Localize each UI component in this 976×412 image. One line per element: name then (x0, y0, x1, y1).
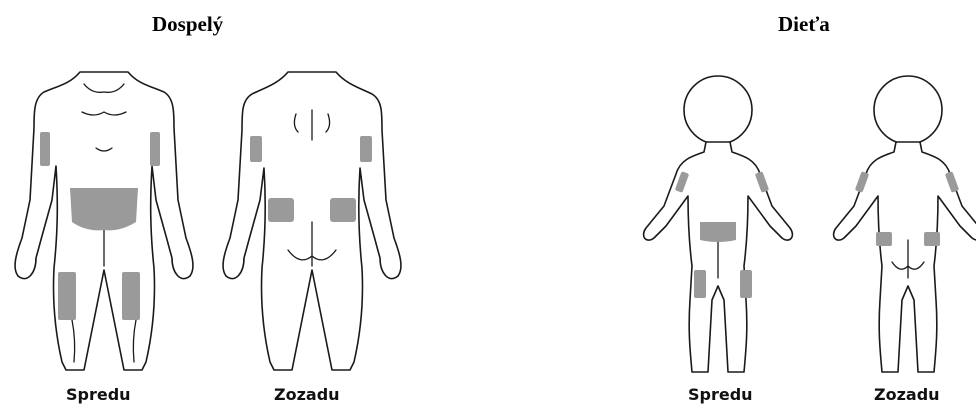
child-front-label: Spredu (688, 385, 753, 404)
adult-front-abdomen-site (70, 188, 138, 230)
adult-front-right-thigh-site (122, 272, 140, 320)
child-back-right-buttock-site (924, 232, 940, 246)
child-back-figure (834, 76, 976, 372)
adult-back-figure (223, 72, 401, 370)
adult-front-figure (15, 72, 193, 370)
adult-front-label: Spredu (66, 385, 131, 404)
adult-back-label: Zozadu (274, 385, 340, 404)
adult-back-right-arm-site (360, 136, 372, 162)
child-front-right-thigh-site (740, 270, 752, 298)
adult-back-left-arm-site (250, 136, 262, 162)
adult-back-left-buttock-site (268, 198, 294, 222)
child-front-left-thigh-site (694, 270, 706, 298)
adult-front-right-arm-site (150, 132, 160, 166)
adult-front-left-thigh-site (58, 272, 76, 320)
child-front-figure (644, 76, 793, 372)
adult-front-left-arm-site (40, 132, 50, 166)
child-back-label: Zozadu (874, 385, 940, 404)
adult-back-right-buttock-site (330, 198, 356, 222)
child-back-left-buttock-site (876, 232, 892, 246)
child-front-abdomen-site (700, 222, 736, 242)
